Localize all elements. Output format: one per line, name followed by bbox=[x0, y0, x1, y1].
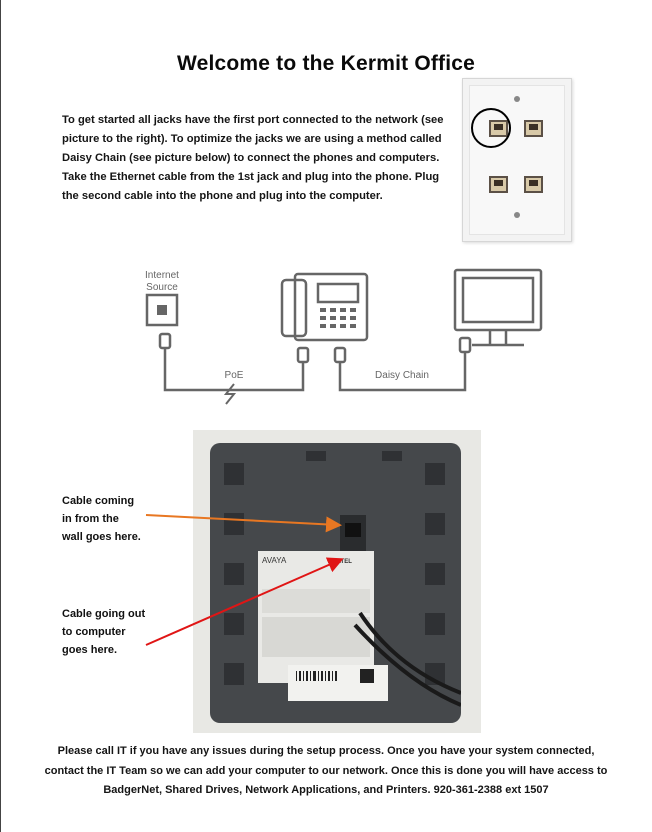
daisy-chain-diagram: Internet Source PoE Daisy Chain bbox=[145, 268, 543, 405]
intro-paragraph: To get started all jacks have the first … bbox=[62, 114, 444, 202]
top-screw bbox=[514, 96, 520, 102]
poe-cable bbox=[163, 348, 305, 392]
bottom-screw bbox=[514, 212, 520, 218]
daisy-chain-cable bbox=[338, 352, 467, 392]
internet-source-port bbox=[157, 305, 167, 315]
poe-label: PoE bbox=[225, 370, 244, 381]
cable-out-annotation: Cable going out to computer goes here. bbox=[62, 605, 145, 659]
phone-back-body: AVAYA ANATEL bbox=[210, 443, 462, 723]
phone-brand: AVAYA bbox=[262, 556, 287, 565]
phone-regulator: ANATEL bbox=[328, 559, 352, 565]
phone-screen bbox=[316, 282, 360, 304]
phone-back-details: AVAYA ANATEL bbox=[224, 451, 462, 707]
jack-port-3 bbox=[489, 176, 508, 193]
connector-monitor bbox=[458, 336, 472, 354]
footer-contact-text: Please call IT if you have any issues du… bbox=[44, 745, 608, 796]
connector-source bbox=[158, 332, 172, 350]
internet-source-label-1: Internet bbox=[145, 270, 179, 281]
cable-out-line-1: Cable going out bbox=[62, 608, 146, 620]
connector-phone-left bbox=[296, 346, 310, 364]
first-jack-highlight-circle bbox=[471, 108, 511, 148]
monitor-screen bbox=[461, 276, 535, 324]
cable-in-line-1: Cable coming bbox=[62, 495, 135, 507]
cable-in-annotation: Cable coming in from the wall goes here. bbox=[62, 492, 141, 546]
phone-base bbox=[293, 272, 369, 342]
phone-back-photo: AVAYA ANATEL bbox=[193, 430, 481, 733]
jack-port-4 bbox=[524, 176, 543, 193]
cable-in-line-2: in from the bbox=[62, 513, 119, 525]
connector-phone-right bbox=[333, 346, 347, 364]
daisy-chain-label: Daisy Chain bbox=[375, 370, 429, 381]
cable-out-line-3: goes here. bbox=[62, 644, 118, 656]
internet-source-box bbox=[145, 293, 179, 327]
jack-port-2 bbox=[524, 120, 543, 137]
page-edge-rule bbox=[0, 0, 1, 832]
cable-out-line-2: to computer bbox=[62, 626, 126, 638]
page-title: Welcome to the Kermit Office bbox=[176, 52, 476, 75]
cable-in-line-3: wall goes here. bbox=[62, 531, 141, 543]
wall-plate-photo bbox=[462, 78, 572, 242]
internet-source-label-2: Source bbox=[146, 282, 178, 293]
wall-plate-face bbox=[469, 85, 565, 235]
monitor-frame bbox=[453, 268, 543, 332]
poe-lightning-icon bbox=[223, 383, 237, 405]
